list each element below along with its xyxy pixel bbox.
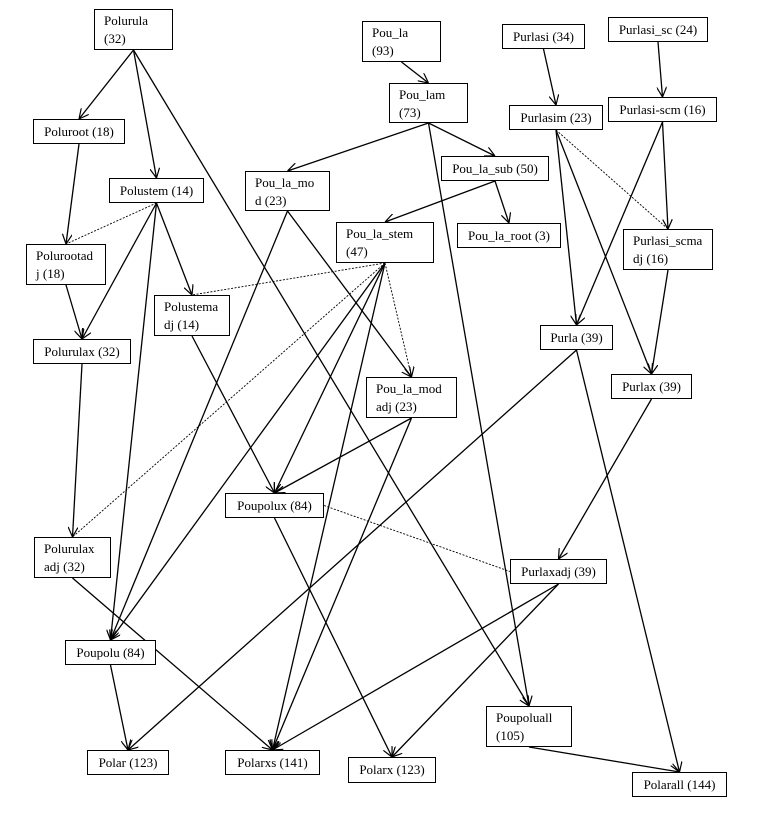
edge-polustem-to-polustema-dj	[155, 202, 193, 295]
node-pou-la-mod: Pou_la_mo d (23)	[245, 171, 330, 211]
edge-polustem-to-poluroot-adj	[65, 202, 157, 245]
edge-purla-to-polar	[128, 349, 577, 750]
edge-pou-la-stem-to-polarxs	[273, 262, 386, 750]
edge-polurula-to-polustem	[132, 49, 157, 178]
node-polarx: Polarx (123)	[348, 757, 436, 783]
edge-polurula-to-poupoluall	[132, 49, 530, 706]
node-pou-la-modadj: Pou_la_mod adj (23)	[366, 377, 457, 418]
edge-pou-la-stem-to-poupolu	[111, 262, 386, 640]
node-purlasi: Purlasi (34)	[502, 24, 585, 49]
edge-purlasim-to-purlax	[555, 129, 652, 374]
node-polustema-dj: Polustema dj (14)	[154, 295, 230, 336]
node-purlasi-sc: Purlasi_sc (24)	[608, 17, 708, 42]
edge-pou-la-stem-to-polustema-dj	[191, 262, 386, 296]
node-pou-la-stem: Pou_la_stem (47)	[336, 222, 434, 263]
edge-poupoluall-to-polarall	[528, 746, 680, 772]
edge-purlax-to-purlaxadj	[559, 398, 653, 559]
node-polurulax: Polurulax (32)	[33, 339, 131, 364]
edge-polustema-dj-to-poupolux	[191, 335, 275, 493]
node-poupoluall: Poupoluall (105)	[486, 706, 572, 747]
edge-pou-la-modadj-to-polarxs	[273, 417, 413, 750]
edge-purlasim-to-purlasi-scmadj	[555, 129, 669, 230]
edge-purla-to-polarall	[575, 349, 680, 772]
edge-pou-la-modadj-to-poupolux	[275, 417, 412, 493]
edge-pou-la-sub-to-pou-la-stem	[385, 180, 496, 222]
node-polar: Polar (123)	[87, 750, 169, 775]
edge-pou-la-stem-to-poupolux	[275, 262, 386, 493]
edge-poluroot-adj-to-polurulax	[65, 284, 82, 339]
edge-purlasi-scm-to-purlasi-scmadj	[661, 121, 669, 229]
edge-pou-la-stem-to-polurulax-adj	[72, 262, 386, 538]
node-polustem: Polustem (14)	[109, 178, 204, 203]
node-pou-lam: Pou_lam (73)	[389, 83, 468, 123]
edge-poupolux-to-purlaxadj	[323, 505, 511, 572]
edge-purlasim-to-purla	[555, 129, 577, 325]
edge-polustem-to-poupolu	[111, 202, 158, 640]
node-purlaxadj: Purlaxadj (39)	[510, 559, 607, 584]
node-poluroot: Poluroot (18)	[33, 119, 125, 144]
node-purlasim: Purlasim (23)	[509, 105, 603, 130]
node-polurulax-adj: Polurulax adj (32)	[34, 537, 111, 578]
edge-polustem-to-polurulax	[82, 202, 158, 339]
edge-pou-lam-to-pou-la-sub	[428, 122, 496, 156]
edge-purlasi-sc-to-purlasi-scm	[658, 41, 663, 97]
node-pou-la-sub: Pou_la_sub (50)	[441, 156, 549, 181]
node-polurula: Polurula (32)	[94, 9, 173, 50]
edge-polurulax-to-polurulax-adj	[73, 363, 83, 537]
edge-pou-lam-to-poupoluall	[427, 122, 530, 706]
node-purlasi-scm: Purlasi-scm (16)	[608, 97, 717, 122]
edge-purlaxadj-to-polarx	[392, 583, 559, 757]
edge-pou-la-sub-to-pou-la-root	[494, 180, 509, 223]
node-poupolu: Poupolu (84)	[65, 640, 156, 665]
edge-purlaxadj-to-polarxs	[273, 583, 559, 750]
node-poupolux: Poupolux (84)	[225, 493, 324, 518]
edge-purlasi-scm-to-purla	[577, 121, 664, 325]
edge-pou-lam-to-pou-la-mod	[288, 122, 429, 171]
edge-polurula-to-poluroot	[79, 49, 135, 119]
edge-polurulax-adj-to-polarxs	[72, 577, 273, 750]
edge-poupolu-to-polar	[109, 664, 129, 750]
node-pou-la: Pou_la (93)	[362, 21, 441, 62]
node-polarall: Polarall (144)	[632, 772, 727, 797]
node-polarxs: Polarxs (141)	[225, 750, 320, 775]
node-pou-la-root: Pou_la_root (3)	[457, 223, 561, 248]
edge-poluroot-to-poluroot-adj	[66, 143, 80, 244]
node-poluroot-adj: Polurootad j (18)	[26, 244, 106, 285]
edge-poupolux-to-polarx	[273, 517, 393, 757]
edge-purlasi-scmadj-to-purlax	[652, 269, 669, 374]
node-purlax: Purlax (39)	[611, 374, 692, 399]
node-purlasi-scmadj: Purlasi_scma dj (16)	[623, 229, 713, 270]
node-purla: Purla (39)	[540, 325, 613, 350]
edge-pou-la-to-pou-lam	[401, 61, 429, 83]
edge-purlasi-to-purlasim	[542, 48, 557, 105]
